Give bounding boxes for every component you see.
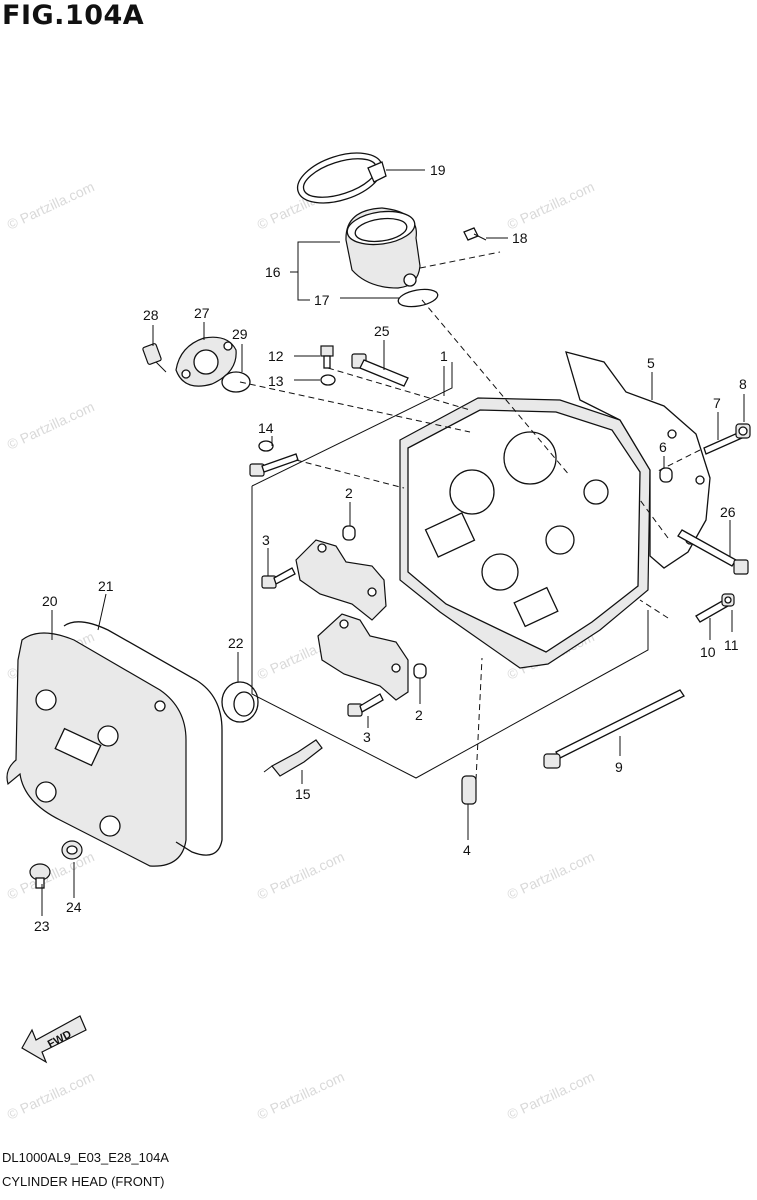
callout-12: 12: [268, 348, 284, 364]
dowel-2: [342, 525, 356, 541]
callout-20: 20: [42, 593, 58, 609]
callout-19: 19: [430, 162, 446, 178]
callout-27: 27: [194, 305, 210, 321]
callout-25: 25: [374, 323, 390, 339]
nut-11: [721, 593, 735, 607]
camshaft-holder-lower: [317, 613, 409, 701]
callout-16: 16: [265, 264, 281, 280]
watermark: © Partzilla.com: [505, 1068, 597, 1122]
callout-2-upper: 2: [345, 485, 353, 501]
bolt-3: [261, 567, 296, 589]
bolt-25: [351, 353, 409, 387]
callout-1: 1: [440, 348, 448, 364]
bolt-3: [347, 693, 384, 717]
callout-6: 6: [659, 439, 667, 455]
bolt-26: [677, 529, 749, 575]
watermark: © Partzilla.com: [505, 848, 597, 902]
callout-18: 18: [512, 230, 528, 246]
callout-9: 9: [615, 759, 623, 775]
cover-gasket-21: [63, 621, 223, 856]
bolt-12: [320, 345, 334, 369]
callout-24: 24: [66, 899, 82, 915]
fwd-label: FWD: [46, 1028, 74, 1050]
washer-13: [320, 374, 336, 386]
callout-15: 15: [295, 786, 311, 802]
callout-26: 26: [720, 504, 736, 520]
leader-lines: [41, 169, 745, 916]
cylinder-head-1: [399, 397, 651, 669]
callout-22: 22: [228, 635, 244, 651]
dowel-2: [413, 663, 427, 679]
callout-7: 7: [713, 395, 721, 411]
callout-2-lower: 2: [415, 707, 423, 723]
callout-11: 11: [724, 637, 739, 653]
screw-18: [463, 227, 487, 241]
bolt-23: [29, 863, 51, 889]
o-ring-29: [221, 371, 251, 393]
callout-8: 8: [739, 376, 747, 392]
figure-title: FIG.104A: [2, 0, 145, 31]
oil-jet-4: [461, 775, 477, 805]
watermark: © Partzilla.com: [505, 178, 597, 232]
callout-17: 17: [314, 292, 330, 308]
bolt-28: [142, 343, 167, 373]
dowel-6: [659, 467, 673, 483]
watermark: © Partzilla.com: [5, 398, 97, 452]
callout-13: 13: [268, 373, 284, 389]
camshaft-holder-upper: [295, 539, 387, 621]
nut-8: [735, 423, 751, 439]
callout-3-upper: 3: [262, 532, 270, 548]
spark-plug-15: [263, 739, 323, 777]
intake-pipe-16: [345, 207, 421, 289]
diagram-code: DL1000AL9_E03_E28_104A: [2, 1150, 169, 1165]
callout-10: 10: [700, 644, 716, 660]
bolt-14: [249, 440, 299, 477]
callout-4: 4: [463, 842, 471, 858]
cap-27: [175, 336, 237, 387]
callout-23: 23: [34, 918, 50, 934]
watermark: © Partzilla.com: [255, 1068, 347, 1122]
seal-22: [221, 681, 259, 723]
callout-3-lower: 3: [363, 729, 371, 745]
hose-clamp-19: [296, 152, 387, 204]
callout-5: 5: [647, 355, 655, 371]
diagram-name: CYLINDER HEAD (FRONT): [2, 1174, 165, 1189]
callout-labels: 19 18 16 17 28 27 29 25 1 12 13 5 8 7 14…: [34, 162, 747, 934]
callout-29: 29: [232, 326, 248, 342]
callout-21: 21: [98, 578, 114, 594]
watermark: © Partzilla.com: [5, 178, 97, 232]
bolt-9: [543, 689, 685, 769]
watermark: © Partzilla.com: [5, 1068, 97, 1122]
watermark: © Partzilla.com: [255, 848, 347, 902]
callout-28: 28: [143, 307, 159, 323]
grommet-24: [61, 840, 83, 860]
callout-14: 14: [258, 420, 274, 436]
head-cover-20: [6, 632, 187, 867]
watermark: © Partzilla.com: [5, 848, 97, 902]
o-ring-17: [397, 288, 439, 308]
fwd-arrow-icon: FWD: [21, 1015, 87, 1064]
